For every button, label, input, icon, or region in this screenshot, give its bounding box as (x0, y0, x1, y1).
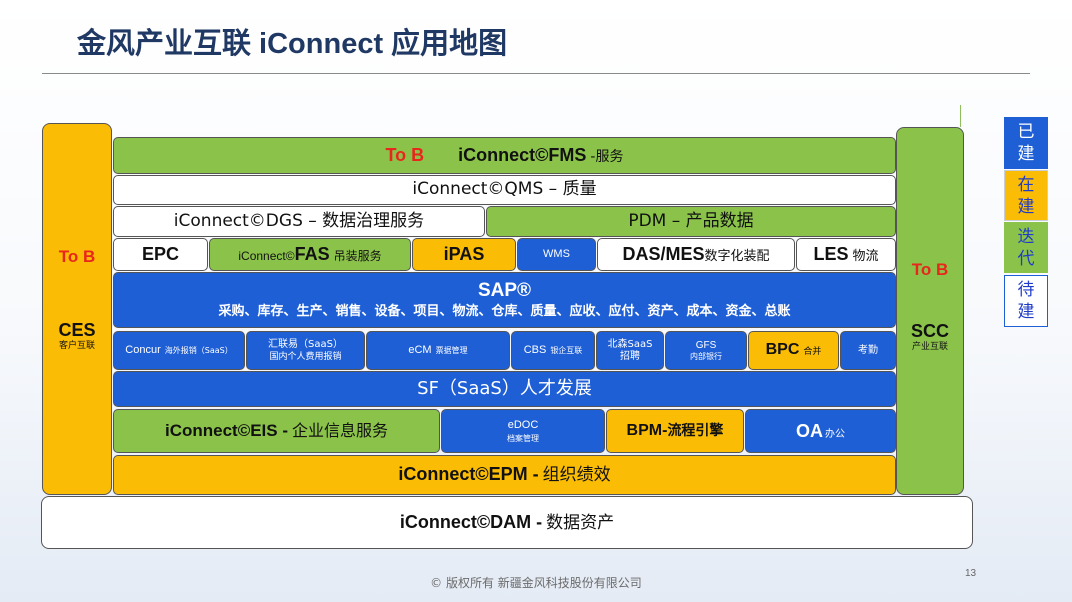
fas-prefix: iConnect© (238, 249, 295, 264)
ecm-block[interactable]: eCM 票据管理 (366, 331, 510, 370)
beisen-block[interactable]: 北森SaaS 招聘 (596, 331, 664, 370)
edoc-line1: eDOC (507, 419, 539, 432)
gfs-line1: GFS (695, 339, 717, 351)
decorative-line (960, 105, 961, 127)
cbs-suffix: 银企互联 (550, 346, 583, 356)
legend-building-label: 在建 (1017, 174, 1035, 217)
scc-block[interactable]: To B SCC 产业互联 (896, 127, 964, 495)
sap-modules: 采购、库存、生产、销售、设备、项目、物流、仓库、质量、应收、应付、资产、成本、资… (218, 304, 791, 320)
les-block[interactable]: LES 物流 (796, 238, 896, 271)
title-divider (42, 73, 1030, 74)
pdm-label: PDM – 产品数据 (628, 210, 754, 231)
fas-name: FAS (294, 244, 330, 265)
bpc-block[interactable]: BPC 合并 (748, 331, 839, 370)
das-mes-name: DAS/MES (622, 244, 705, 265)
fms-name: iConnect©FMS (458, 145, 587, 166)
dgs-block[interactable]: iConnect©DGS – 数据治理服务 (113, 206, 485, 237)
gfs-line2: 内部银行 (690, 352, 722, 362)
legend-iterating: 迭代 (1004, 222, 1048, 273)
oa-block[interactable]: OA 办公 (745, 409, 896, 453)
epc-label: EPC (141, 244, 179, 265)
wms-block[interactable]: WMS (517, 238, 596, 271)
das-mes-suffix: 数字化装配 (704, 249, 770, 265)
bpc-suffix: 合并 (803, 347, 822, 358)
fms-suffix: -服务 (590, 149, 624, 166)
page-title: 金风产业互联 iConnect 应用地图 (77, 28, 508, 60)
legend-planned-label: 待建 (1017, 280, 1035, 322)
ipas-label: iPAS (443, 244, 485, 265)
edoc-line2: 档案管理 (507, 433, 539, 443)
scc-tob-label: To B (911, 259, 949, 279)
kaoqin-label: 考勤 (858, 344, 878, 356)
pdm-block[interactable]: PDM – 产品数据 (486, 206, 896, 237)
sap-name: SAP® (477, 279, 532, 301)
sf-block[interactable]: SF（SaaS）人才发展 (113, 371, 896, 407)
epm-block[interactable]: iConnect©EPM - 组织绩效 (113, 455, 896, 495)
les-suffix: 物流 (852, 249, 879, 265)
ces-block[interactable]: To B CES 客户互联 (42, 123, 112, 495)
dam-block[interactable]: iConnect©DAM - 数据资产 (41, 496, 973, 549)
scc-sub: 产业互联 (911, 341, 948, 352)
bpm-block[interactable]: BPM- 流程引擎 (606, 409, 744, 453)
legend-built: 已建 (1004, 117, 1048, 169)
fms-block[interactable]: To B iConnect©FMS -服务 (113, 137, 896, 174)
legend-built-label: 已建 (1017, 122, 1035, 164)
ces-name: CES (58, 320, 96, 341)
fas-block[interactable]: iConnect© FAS 吊装服务 (209, 238, 411, 271)
fas-suffix: 吊装服务 (333, 249, 382, 264)
sap-block[interactable]: SAP® 采购、库存、生产、销售、设备、项目、物流、仓库、质量、应收、应付、资产… (113, 272, 896, 328)
dgs-label: iConnect©DGS – 数据治理服务 (173, 210, 425, 231)
les-name: LES (813, 244, 849, 265)
gfs-block[interactable]: GFS 内部银行 (665, 331, 747, 370)
concur-block[interactable]: Concur 海外报销（SaaS） (113, 331, 245, 370)
epm-name: iConnect©EPM - (398, 464, 539, 485)
qms-label: iConnect©QMS – 质量 (412, 179, 597, 200)
scc-name: SCC (910, 321, 949, 342)
fms-tob-label: To B (385, 145, 425, 166)
eis-block[interactable]: iConnect©EIS - 企业信息服务 (113, 409, 440, 453)
dam-name: iConnect©DAM - (399, 511, 543, 532)
concur-name: Concur (125, 344, 161, 357)
ces-tob-label: To B (58, 246, 96, 266)
dam-suffix: 数据资产 (546, 512, 615, 533)
bpc-name: BPC (765, 341, 800, 359)
eis-suffix: 企业信息服务 (292, 421, 389, 441)
epc-block[interactable]: EPC (113, 238, 208, 271)
ecm-name: eCM (408, 344, 432, 357)
bpm-name: BPM- (626, 421, 668, 439)
edoc-block[interactable]: eDOC 档案管理 (441, 409, 605, 453)
eis-name: iConnect©EIS - (164, 421, 289, 441)
qms-block[interactable]: iConnect©QMS – 质量 (113, 175, 896, 205)
huilianyi-line1: 汇联易（SaaS） (268, 338, 343, 350)
beisen-line1: 北森SaaS (607, 339, 653, 350)
beisen-line2: 招聘 (620, 350, 640, 362)
cbs-name: CBS (523, 344, 547, 357)
copyright-footer: © 版权所有 新疆金风科技股份有限公司 (430, 576, 642, 590)
ces-sub: 客户互联 (58, 340, 95, 351)
kaoqin-block[interactable]: 考勤 (840, 331, 896, 370)
page-number: 13 (965, 568, 977, 579)
oa-name: OA (796, 420, 823, 441)
das-mes-block[interactable]: DAS/MES 数字化装配 (597, 238, 795, 271)
huilianyi-block[interactable]: 汇联易（SaaS） 国内个人费用报销 (246, 331, 365, 370)
sf-label: SF（SaaS）人才发展 (417, 377, 592, 399)
huilianyi-line2: 国内个人费用报销 (269, 352, 342, 363)
legend-iterating-label: 迭代 (1017, 226, 1035, 269)
epm-suffix: 组织绩效 (542, 465, 611, 486)
bpm-suffix: 流程引擎 (667, 422, 724, 439)
cbs-block[interactable]: CBS 银企互联 (511, 331, 595, 370)
ecm-suffix: 票据管理 (435, 346, 468, 356)
legend-building: 在建 (1004, 170, 1048, 221)
wms-label: WMS (543, 248, 570, 261)
ipas-block[interactable]: iPAS (412, 238, 516, 271)
legend-planned: 待建 (1004, 275, 1048, 327)
oa-suffix: 办公 (825, 428, 845, 440)
concur-suffix: 海外报销（SaaS） (164, 346, 233, 356)
